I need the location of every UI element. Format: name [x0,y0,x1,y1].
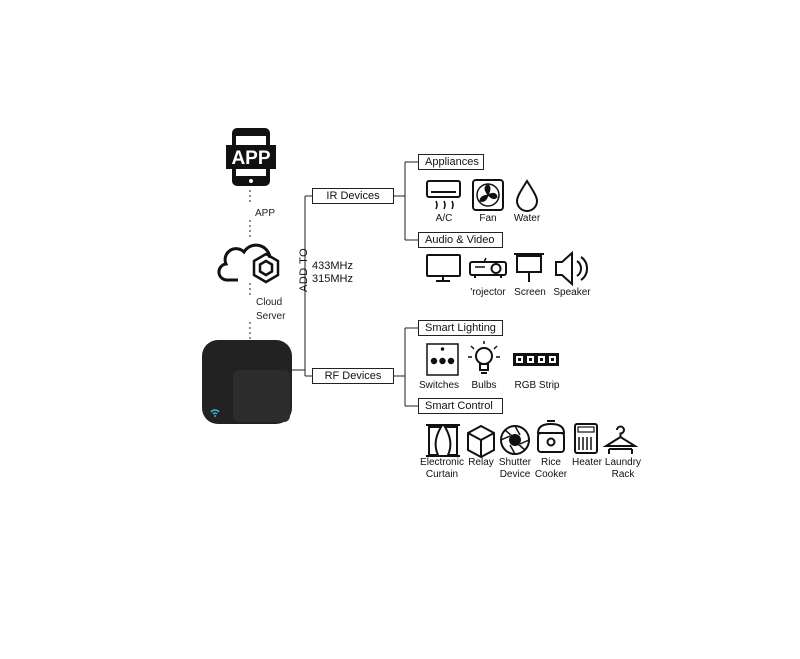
phone-app-icon [226,128,276,186]
smart-control-box: Smart Control [418,398,503,414]
relay-label: Relay [468,457,494,468]
rf-devices-box: RF Devices [312,368,394,384]
curtain-icon [426,424,460,457]
fan-label: Fan [479,213,497,224]
water-label: Water [513,213,541,224]
smart-lighting-box: Smart Lighting [418,320,503,336]
projection-screen-icon [514,253,544,282]
heater-label: Heater [571,457,602,468]
laundry-rack-label-1: Laundry [604,457,642,468]
add-to-label: ADD TO [298,247,310,292]
rgb-strip-icon [513,353,559,366]
ac-icon [426,180,461,210]
rice-cooker-label-1: Rice [540,457,561,468]
connector-lines [249,161,418,407]
ac-label: A/C [435,213,453,224]
freq-315-label: 315MHz [312,273,353,285]
cloud-server-label-1: Cloud [256,297,283,308]
shutter-label-1: Shutter [498,457,532,468]
projector-icon [469,257,507,278]
switches-label: Switches [418,380,459,391]
speaker-label: Speaker [553,287,591,298]
audio-video-box: Audio & Video [418,232,503,248]
cloud-server-icon [217,243,280,284]
rice-cooker-label-2: Cooker [534,469,568,480]
tv-icon [426,254,461,282]
shutter-icon [500,425,530,455]
cloud-server-label-2: Server [256,311,286,322]
shutter-label-2: Device [499,469,531,480]
heater-icon [574,423,598,454]
relay-cube-icon [467,424,495,459]
projector-label: 'rojector [470,287,506,298]
appliances-box: Appliances [418,154,484,170]
laundry-rack-label-2: Rack [611,469,635,480]
light-bulb-icon [468,341,500,374]
rgb-strip-label: RGB Strip [514,380,560,391]
freq-433-label: 433MHz [312,260,353,272]
speaker-icon [555,250,588,287]
wall-switch-icon [426,343,459,376]
fan-icon [472,179,504,211]
water-drop-icon [515,179,539,212]
hub-device-icon [202,340,292,424]
laundry-hanger-icon [602,425,639,454]
screen-label: Screen [514,287,546,298]
ir-devices-box: IR Devices [312,188,394,204]
app-badge-text: APP [231,148,270,169]
rice-cooker-icon [536,420,566,453]
curtain-label-1: Electronic [420,457,464,468]
bulbs-label: Bulbs [471,380,497,391]
app-label: APP [255,208,276,219]
curtain-label-2: Curtain [425,469,459,480]
